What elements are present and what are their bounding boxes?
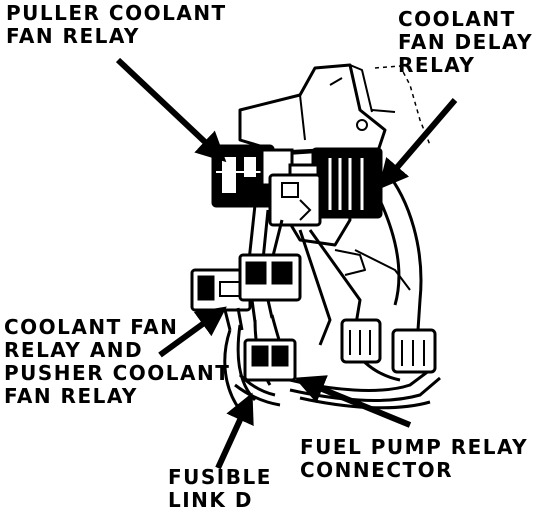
label-line: RELAY AND [4,338,144,362]
label-line: PUSHER COOLANT [4,361,231,385]
label-line: FUEL PUMP RELAY [300,435,529,459]
arrow-fusible-link [215,392,254,470]
arrow-delay-relay [378,98,458,190]
mounting-bracket [238,63,431,346]
label-line: COOLANT FAN [4,315,179,339]
label-line: CONNECTOR [300,458,454,482]
label-line: FAN RELAY [6,24,140,48]
label-line: PULLER COOLANT [6,1,227,25]
leader-arrows [115,57,458,470]
label-fusible-link-d: FUSIBLE LINK D [168,466,272,512]
arrow-puller-relay [115,57,227,163]
label-fuel-pump-relay-connector: FUEL PUMP RELAY CONNECTOR [300,436,528,482]
arrow-fan-pusher-relay [158,306,227,358]
fusible-link-connector [234,338,297,407]
label-line: COOLANT [398,7,516,31]
label-puller-coolant-fan-relay: PULLER COOLANT FAN RELAY [6,2,227,48]
junction-block [268,173,322,227]
label-line: FAN RELAY [4,384,138,408]
label-coolant-fan-delay-relay: COOLANT FAN DELAY RELAY [398,8,533,77]
puller-coolant-fan-relay [211,144,294,208]
label-line: FUSIBLE [168,465,272,489]
arrow-fuel-pump-connector [294,375,412,428]
label-line: RELAY [398,53,476,77]
fan-relay-connectors [190,253,302,331]
label-line: LINK D [168,488,253,512]
label-line: FAN DELAY [398,30,534,54]
fuel-pump-relay-connector [340,318,437,374]
label-coolant-fan-relay-and-pusher: COOLANT FAN RELAY AND PUSHER COOLANT FAN… [4,316,230,408]
